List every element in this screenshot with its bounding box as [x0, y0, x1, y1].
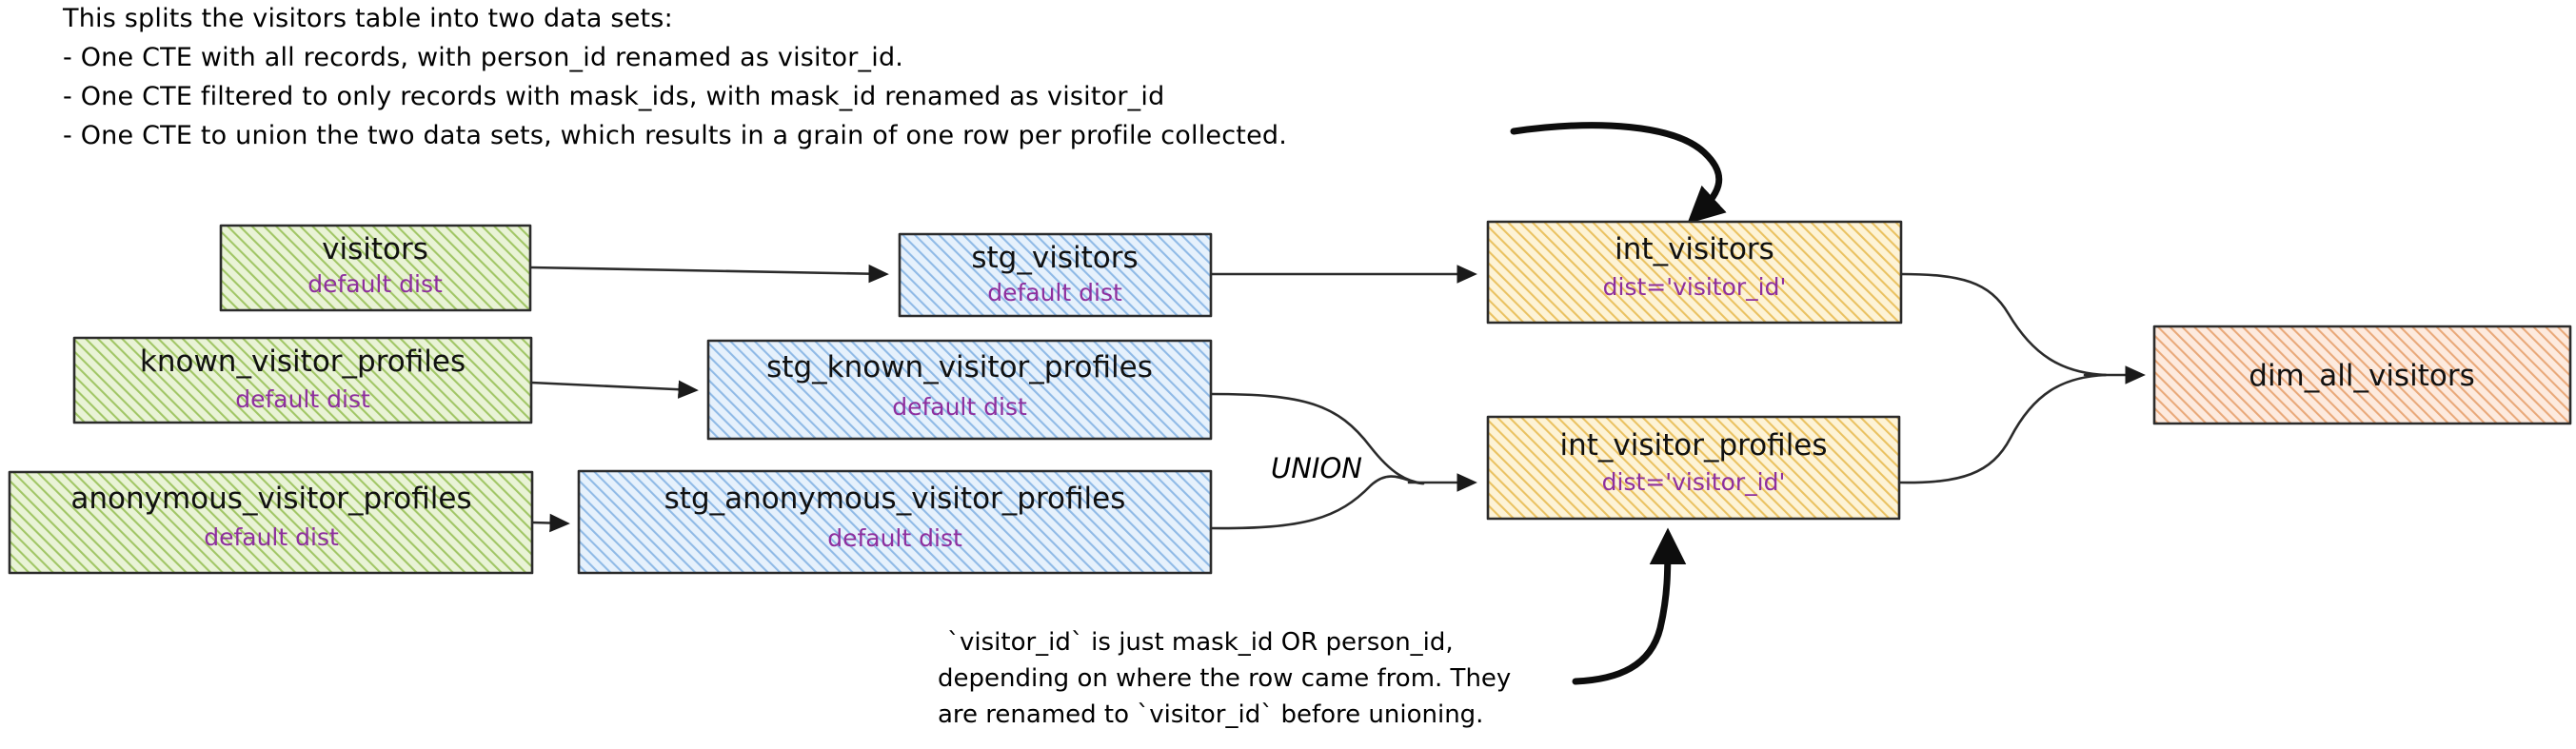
edge-int-visitor-profiles-to-dim: [1897, 373, 2108, 484]
edge-stg-anonymous-to-union: [1209, 475, 1425, 530]
node-known-visitor-profiles-sublabel: default dist: [235, 385, 370, 413]
node-anonymous-visitor-profiles-label: anonymous_visitor_profiles: [70, 482, 471, 516]
node-stg-anonymous-visitor-profiles[interactable]: stg_anonymous_visitor_profiles default d…: [577, 469, 1213, 575]
node-anonymous-visitor-profiles-rect[interactable]: [8, 470, 534, 575]
node-stg-visitors-label: stg_visitors: [971, 241, 1138, 275]
top-note-line-3: - One CTE to union the two data sets, wh…: [63, 121, 1287, 150]
edge-int-visitors-to-dim: [1899, 272, 2108, 377]
edge-anonymous-to-stg-anonymous: [530, 513, 570, 533]
node-anonymous-visitor-profiles-sublabel: default dist: [204, 523, 339, 551]
node-int-visitor-profiles[interactable]: int_visitor_profiles dist='visitor_id': [1486, 415, 1901, 521]
node-int-visitors-rect[interactable]: [1486, 220, 1903, 325]
bottom-note-line-0: `visitor_id` is just mask_id OR person_i…: [947, 628, 1454, 657]
node-stg-visitors-rect[interactable]: [898, 232, 1213, 318]
node-dim-all-visitors-label: dim_all_visitors: [2249, 359, 2474, 393]
node-visitors[interactable]: visitors default dist: [219, 224, 532, 312]
node-stg-known-visitor-profiles[interactable]: stg_known_visitor_profiles default dist: [706, 339, 1213, 441]
node-dim-all-visitors-rect[interactable]: [2152, 325, 2572, 425]
node-dim-all-visitors[interactable]: dim_all_visitors: [2152, 325, 2572, 425]
top-note-line-0: This splits the visitors table into two …: [62, 4, 673, 33]
node-stg-known-visitor-profiles-sublabel: default dist: [892, 393, 1027, 421]
node-stg-known-visitor-profiles-label: stg_known_visitor_profiles: [766, 350, 1153, 384]
node-int-visitors-label: int_visitors: [1615, 232, 1774, 266]
node-stg-visitors-sublabel: default dist: [987, 279, 1122, 306]
bottom-note: `visitor_id` is just mask_id OR person_i…: [938, 628, 1511, 729]
node-stg-anonymous-visitor-profiles-sublabel: default dist: [827, 524, 962, 552]
edge-known-to-stg-known: [529, 380, 699, 399]
node-known-visitor-profiles[interactable]: known_visitor_profiles default dist: [72, 336, 533, 424]
top-note: This splits the visitors table into two …: [62, 4, 1287, 150]
callout-arrow-bottom: [1572, 527, 1687, 685]
union-label: UNION: [1271, 452, 1362, 484]
node-stg-known-visitor-profiles-rect[interactable]: [706, 339, 1213, 441]
node-known-visitor-profiles-rect[interactable]: [72, 336, 533, 424]
node-stg-visitors[interactable]: stg_visitors default dist: [898, 232, 1213, 318]
node-int-visitors[interactable]: int_visitors dist='visitor_id': [1486, 220, 1903, 325]
bottom-note-line-1: depending on where the row came from. Th…: [938, 664, 1511, 693]
node-anonymous-visitor-profiles[interactable]: anonymous_visitor_profiles default dist: [8, 470, 534, 575]
top-note-line-1: - One CTE with all records, with person_…: [63, 43, 903, 72]
node-visitors-rect[interactable]: [219, 224, 532, 312]
node-int-visitor-profiles-sublabel: dist='visitor_id': [1602, 468, 1786, 496]
edge-visitors-to-stg-visitors: [528, 264, 889, 284]
bottom-note-line-2: are renamed to `visitor_id` before union…: [938, 700, 1483, 729]
callout-arrow-top: [1510, 122, 1727, 225]
node-int-visitors-sublabel: dist='visitor_id': [1603, 273, 1787, 301]
top-note-line-2: - One CTE filtered to only records with …: [63, 82, 1164, 111]
node-stg-anonymous-visitor-profiles-rect[interactable]: [577, 469, 1213, 575]
node-visitors-label: visitors: [322, 232, 428, 266]
node-stg-anonymous-visitor-profiles-label: stg_anonymous_visitor_profiles: [664, 482, 1126, 516]
node-visitors-sublabel: default dist: [307, 270, 443, 298]
node-int-visitor-profiles-rect[interactable]: [1486, 415, 1901, 521]
node-known-visitor-profiles-label: known_visitor_profiles: [140, 345, 466, 379]
node-int-visitor-profiles-label: int_visitor_profiles: [1559, 428, 1827, 463]
